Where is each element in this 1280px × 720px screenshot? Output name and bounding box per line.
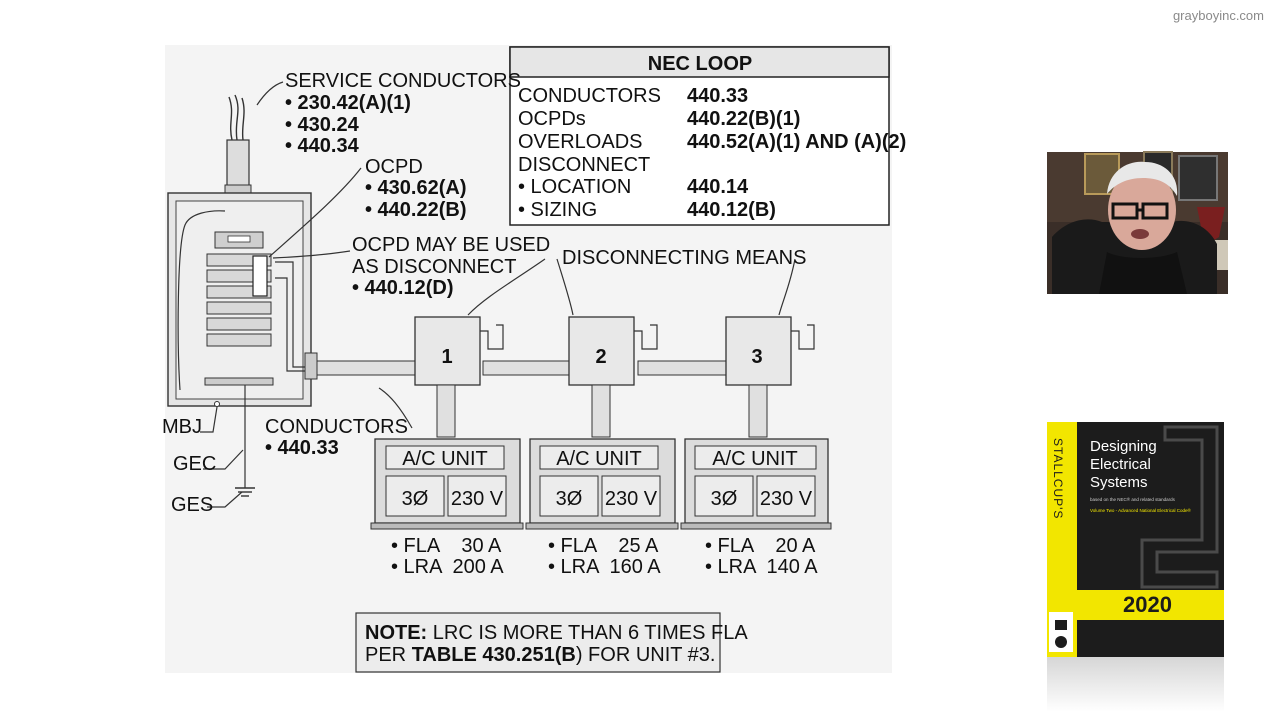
raceway	[316, 360, 727, 376]
disconnect-2: 2	[568, 316, 658, 438]
ocpd-ref-1: • 430.62(A)	[365, 177, 467, 199]
nec-row-conductors-ref: 440.33	[687, 85, 748, 107]
ac-unit-2-phase: 3Ø	[556, 488, 583, 510]
disconnect-1: 1	[414, 316, 504, 438]
service-conductors-ref-3: • 440.34	[285, 135, 360, 157]
ac-unit-3-lra: • LRA 140 A	[705, 556, 818, 578]
nec-row-location-ref: 440.14	[687, 176, 749, 198]
nec-row-ocpds-ref: 440.22(B)(1)	[687, 108, 800, 130]
service-conductors-ref-1: • 230.42(A)(1)	[285, 92, 411, 114]
mbj-label: MBJ	[162, 416, 202, 438]
nec-loop-table: NEC LOOP CONDUCTORS 440.33 OCPDs 440.22(…	[509, 46, 906, 226]
note-line-2-post: ) FOR UNIT #3.	[576, 644, 716, 666]
nec-loop-diagram: NEC LOOP CONDUCTORS 440.33 OCPDs 440.22(…	[162, 45, 906, 673]
ac-unit-1-voltage: 230 V	[451, 488, 504, 510]
service-conductors-ref-2: • 430.24	[285, 114, 360, 136]
book-reflection	[1047, 657, 1224, 712]
ac-unit-2-label: A/C UNIT	[556, 448, 642, 470]
nec-row-ocpds-label: OCPDs	[518, 108, 586, 130]
conductors-ref: • 440.33	[265, 437, 339, 459]
leader-lines	[200, 81, 796, 508]
nec-loop-title: NEC LOOP	[648, 53, 752, 75]
ac-unit-1-label: A/C UNIT	[402, 448, 488, 470]
note-line-1-text: LRC IS MORE THAN 6 TIMES FLA	[427, 622, 748, 644]
ac-unit-1-lra: • LRA 200 A	[391, 556, 504, 578]
disconnecting-means-label: DISCONNECTING MEANS	[562, 247, 806, 269]
ocpd-disconnect-ref: • 440.12(D)	[352, 277, 454, 299]
nec-row-sizing-ref: 440.12(B)	[687, 199, 776, 221]
gec-label: GEC	[173, 453, 216, 475]
ac-unit-3-phase: 3Ø	[711, 488, 738, 510]
disconnect-2-number: 2	[595, 346, 606, 368]
presenter-webcam	[1047, 151, 1228, 294]
ac-unit-3-label: A/C UNIT	[712, 448, 798, 470]
ocpd-disconnect-line-2: AS DISCONNECT	[352, 256, 516, 278]
nec-row-location-label: • LOCATION	[518, 176, 631, 198]
note-line-1: NOTE: LRC IS MORE THAN 6 TIMES FLA	[365, 622, 748, 644]
ac-unit-2: A/C UNIT 3Ø 230 V • FLA 25 A • LRA 160 A	[525, 438, 679, 578]
ocpd-disconnect-line-1: OCPD MAY BE USED	[352, 234, 550, 256]
ac-unit-3-voltage: 230 V	[760, 488, 813, 510]
ac-unit-3-fla: • FLA 20 A	[705, 535, 816, 557]
book-brand: STALLCUP'S	[1051, 438, 1065, 520]
book-cover-art	[1047, 422, 1224, 657]
note-line-2: PER TABLE 430.251(B) FOR UNIT #3.	[365, 644, 715, 666]
ac-unit-2-fla: • FLA 25 A	[548, 535, 659, 557]
conductors-title: CONDUCTORS	[265, 416, 408, 438]
book-subtitle: based on the NEC® and related standards	[1090, 497, 1175, 502]
disconnect-3-number: 3	[751, 346, 762, 368]
presenter-image	[1047, 151, 1228, 294]
book-cover: STALLCUP'S Designing Electrical Systems …	[1047, 422, 1224, 657]
ocpd-title: OCPD	[365, 156, 423, 178]
disconnect-3: 3	[725, 316, 815, 438]
book-year: 2020	[1123, 592, 1172, 617]
note-box: NOTE: LRC IS MORE THAN 6 TIMES FLA PER T…	[355, 612, 748, 673]
nec-row-conductors-label: CONDUCTORS	[518, 85, 661, 107]
grounding	[214, 385, 255, 497]
book-title-line-2: Electrical	[1090, 456, 1151, 473]
book-title-line-3: Systems	[1090, 474, 1148, 491]
nec-row-disconnect-label: DISCONNECT	[518, 154, 650, 176]
ocpd-ref-2: • 440.22(B)	[365, 199, 467, 221]
ges-label: GES	[171, 494, 213, 516]
watermark: grayboyinc.com	[1172, 8, 1264, 23]
panelboard	[167, 192, 318, 407]
ac-unit-3: A/C UNIT 3Ø 230 V • FLA 20 A • LRA 140 A	[680, 438, 832, 578]
nec-row-overloads-label: OVERLOADS	[518, 131, 642, 153]
breaker-rows	[206, 253, 272, 347]
note-line-2-pre: PER	[365, 644, 412, 666]
ac-unit-1-phase: 3Ø	[402, 488, 429, 510]
ac-unit-1-fla: • FLA 30 A	[391, 535, 502, 557]
note-line-2-bold: TABLE 430.251(B	[412, 644, 576, 666]
book-volume: Volume Two - Advanced National Electrica…	[1090, 508, 1191, 513]
ac-unit-2-lra: • LRA 160 A	[548, 556, 661, 578]
nec-row-overloads-ref: 440.52(A)(1) AND (A)(2)	[687, 131, 906, 153]
ac-unit-2-voltage: 230 V	[605, 488, 658, 510]
nec-row-sizing-label: • SIZING	[518, 199, 597, 221]
service-conductors-title: SERVICE CONDUCTORS	[285, 70, 521, 92]
service-conduit	[224, 94, 252, 194]
ac-unit-1: A/C UNIT 3Ø 230 V • FLA 30 A • LRA 200 A	[370, 438, 524, 578]
note-lead: NOTE:	[365, 622, 427, 644]
book-title-line-1: Designing	[1090, 438, 1157, 455]
disconnect-1-number: 1	[441, 346, 452, 368]
